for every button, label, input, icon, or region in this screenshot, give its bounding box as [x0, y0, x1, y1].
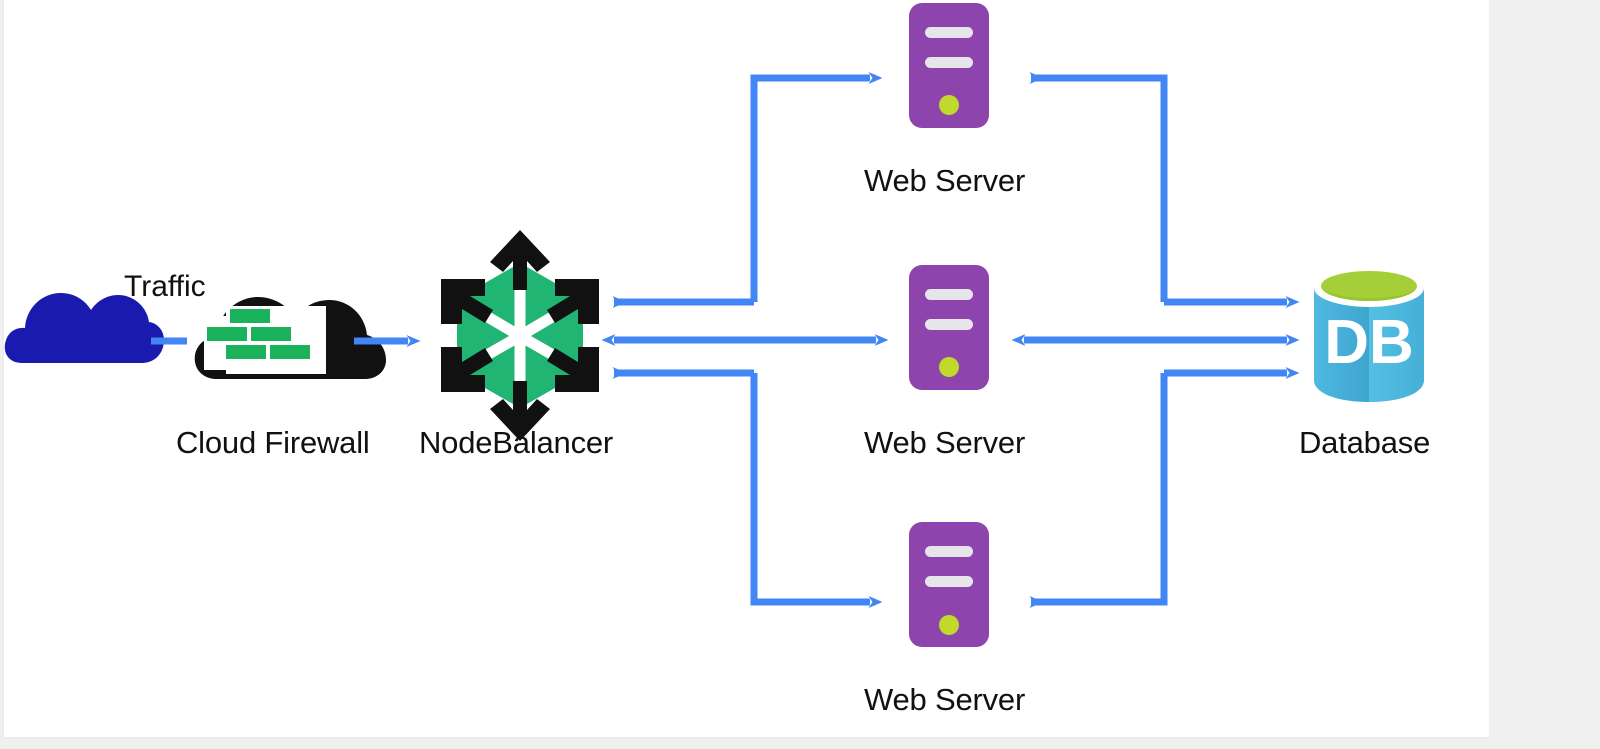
traffic-label: Traffic [124, 270, 206, 303]
connector-nodebalancer-to-web-server-1 [750, 72, 883, 302]
database-label: Database [1299, 425, 1431, 460]
nodebalancer-hexagon-icon [441, 230, 599, 441]
firewall-bricks [204, 306, 326, 374]
server-tower-icon-1 [909, 3, 989, 128]
web-server-3-label: Web Server [864, 682, 1026, 717]
server-tower-icon-3 [909, 522, 989, 647]
connector-nodebalancer-to-web-server-3 [750, 373, 883, 608]
connector-database-to-web-server-1 [1029, 72, 1168, 302]
server-tower-icon-2 [909, 265, 989, 390]
database-badge-text: DB [1324, 308, 1414, 377]
nodebalancer-label: NodeBalancer [419, 425, 614, 460]
diagram-svg: DB [4, 3, 1424, 647]
connector-database-to-web-server-3 [1029, 373, 1168, 608]
web-server-2-label: Web Server [864, 425, 1026, 460]
cloud-icon [4, 293, 164, 363]
cloud-firewall-label: Cloud Firewall [176, 425, 370, 460]
database-cylinder-icon: DB [1314, 269, 1424, 402]
firewall-cloud-icon [194, 297, 386, 379]
web-server-1-label: Web Server [864, 163, 1026, 198]
diagram-canvas: DB Traffic Cloud Firewall NodeBalancer W… [2, 0, 1489, 739]
